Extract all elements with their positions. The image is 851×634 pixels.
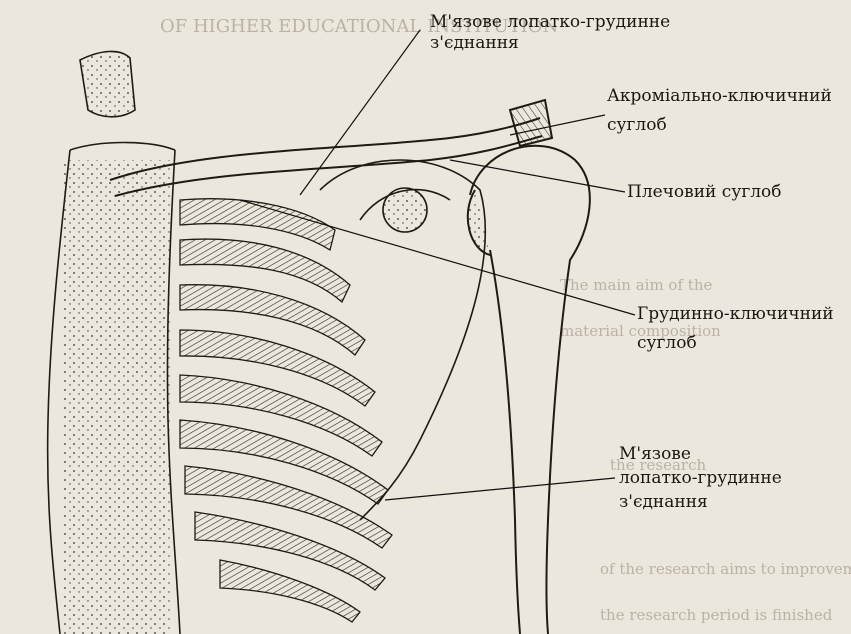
sternoclavicular-label-line1: Грудинно-ключичний xyxy=(637,304,834,325)
muscular-top-label: М'язове лопатко-грудинне з'єднання xyxy=(430,12,670,54)
acromioclavicular-label: Акроміально-ключичний суглоб xyxy=(607,86,832,136)
muscular-bottom-label-line1: М'язове xyxy=(619,444,782,465)
muscular-bottom-label-line2: лопатко-грудинне xyxy=(619,468,782,489)
muscular-top-label-line1: М'язове лопатко-грудинне xyxy=(430,12,670,33)
muscular-bottom-label-line3: з'єднання xyxy=(619,492,782,513)
acromioclavicular-label-line2: суглоб xyxy=(607,115,832,136)
rib-cage xyxy=(180,199,392,622)
humerus xyxy=(468,146,590,634)
sternoclavicular-label: Грудинно-ключичний суглоб xyxy=(637,304,834,354)
shoulder-joint-label: Плечовий суглоб xyxy=(627,182,782,203)
acromioclavicular-label-line1: Акроміально-ключичний xyxy=(607,86,832,107)
sternoclavicular-label-line2: суглоб xyxy=(637,333,834,354)
muscular-bottom-label: М'язове лопатко-грудинне з'єднання xyxy=(619,444,782,513)
muscular-top-label-line2: з'єднання xyxy=(430,33,670,54)
vertebral-column xyxy=(48,51,180,634)
